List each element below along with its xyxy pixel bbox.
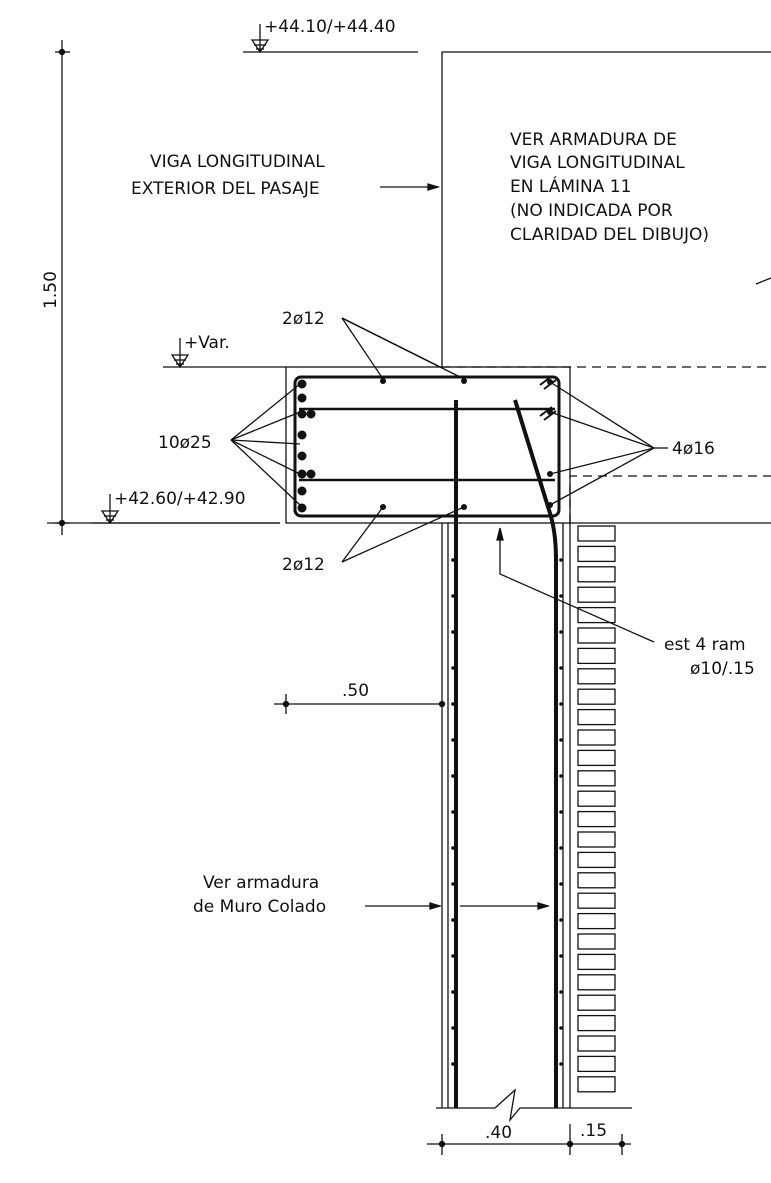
stirrup-label-2: ø10/.15 <box>690 659 755 679</box>
brick <box>577 892 616 909</box>
wall-bar-dot <box>559 774 563 778</box>
brick <box>577 933 616 950</box>
wall-bar-dot <box>559 630 563 634</box>
brick <box>577 974 616 991</box>
brick <box>577 1076 616 1093</box>
wall-bar-dot <box>451 738 455 742</box>
brick <box>577 1035 616 1052</box>
brick <box>577 749 616 767</box>
wall-bar-dot <box>451 558 455 562</box>
bars-side-label: 10ø25 <box>158 433 212 453</box>
wall-bar-dot <box>451 594 455 598</box>
brick <box>577 953 616 971</box>
wall-bar-dot <box>451 1026 455 1030</box>
wall-bar-dot <box>559 954 563 958</box>
wall-bar-dot <box>559 1026 563 1030</box>
wall-bar-dot <box>559 882 563 886</box>
brick <box>577 688 616 705</box>
viga-label-1: VIGA LONGITUDINAL <box>150 152 325 172</box>
wall-bar-dot <box>451 630 455 634</box>
brick <box>577 668 616 685</box>
brick-wall <box>577 525 616 1093</box>
offset-dimension-label: .50 <box>342 681 369 701</box>
brick <box>577 831 616 848</box>
brick <box>577 606 616 624</box>
wall-bar-dot <box>559 738 563 742</box>
brick <box>577 994 616 1011</box>
wall-bar-right <box>513 399 558 1108</box>
wall-bar-dot <box>559 1062 563 1066</box>
level-mark-bottom <box>92 494 280 525</box>
wall-bar-dot <box>559 990 563 994</box>
wall-bar-dot <box>451 846 455 850</box>
brick <box>577 851 616 869</box>
wall-bar-dot <box>559 918 563 922</box>
wall-bar-dot <box>451 990 455 994</box>
level-mark-var <box>163 338 286 369</box>
bars-top-label: 2ø12 <box>282 309 325 329</box>
brick <box>577 1014 616 1032</box>
note-line-1: VER ARMADURA DE <box>510 130 677 150</box>
wall-dimension-label: .40 <box>485 1123 512 1143</box>
brick <box>577 586 616 603</box>
brick <box>577 525 616 542</box>
height-dimension-label: 1.50 <box>41 271 61 309</box>
viga-label-2: EXTERIOR DEL PASAJE <box>131 179 320 199</box>
brick <box>577 790 616 807</box>
wall-bar-dot <box>559 846 563 850</box>
wall-bar-dots <box>451 558 563 1066</box>
wall-bar-dot <box>451 810 455 814</box>
wall-bar-dot <box>451 882 455 886</box>
wall-bar-dot <box>559 702 563 706</box>
level-mark-top <box>243 24 418 54</box>
muro-label-2: de Muro Colado <box>193 897 326 917</box>
wall-bar-dot <box>559 810 563 814</box>
bars-right-label: 4ø16 <box>672 439 715 459</box>
note-line-3: EN LÁMINA 11 <box>510 175 631 197</box>
note-line-5: CLARIDAD DEL DIBUJO) <box>510 225 709 245</box>
brick <box>577 708 616 726</box>
bars-bottom-label: 2ø12 <box>282 555 325 575</box>
brick <box>577 1055 616 1073</box>
brick <box>577 912 616 930</box>
wall-bar-dot <box>451 702 455 706</box>
note-line-2: VIGA LONGITUDINAL <box>510 153 685 173</box>
wall-bar-dot <box>559 558 563 562</box>
brick <box>577 729 616 746</box>
brick <box>577 872 616 889</box>
wall-bar-dot <box>451 774 455 778</box>
brick <box>577 566 616 583</box>
brick <box>577 770 616 787</box>
rebar-cage <box>293 375 561 518</box>
wall-bar-dot <box>559 666 563 670</box>
wall-bar-dot <box>559 594 563 598</box>
level-top-label: +44.10/+44.40 <box>264 17 396 37</box>
wall-bar-dot <box>451 954 455 958</box>
brick <box>577 627 616 644</box>
brick-dimension-label: .15 <box>580 1121 607 1141</box>
brick <box>577 810 616 828</box>
brick <box>577 545 616 563</box>
stirrup-label-1: est 4 ram <box>664 635 746 655</box>
rebar-dots <box>297 378 553 513</box>
muro-label-1: Ver armadura <box>203 873 319 893</box>
wall-bar-dot <box>451 666 455 670</box>
level-var-label: +Var. <box>184 333 230 353</box>
wall-bar-dot <box>451 918 455 922</box>
level-bottom-label: +42.60/+42.90 <box>114 489 246 509</box>
note-line-4: (NO INDICADA POR <box>510 201 673 221</box>
brick <box>577 647 616 665</box>
wall-bar-dot <box>451 1062 455 1066</box>
viga-outline <box>441 51 771 367</box>
